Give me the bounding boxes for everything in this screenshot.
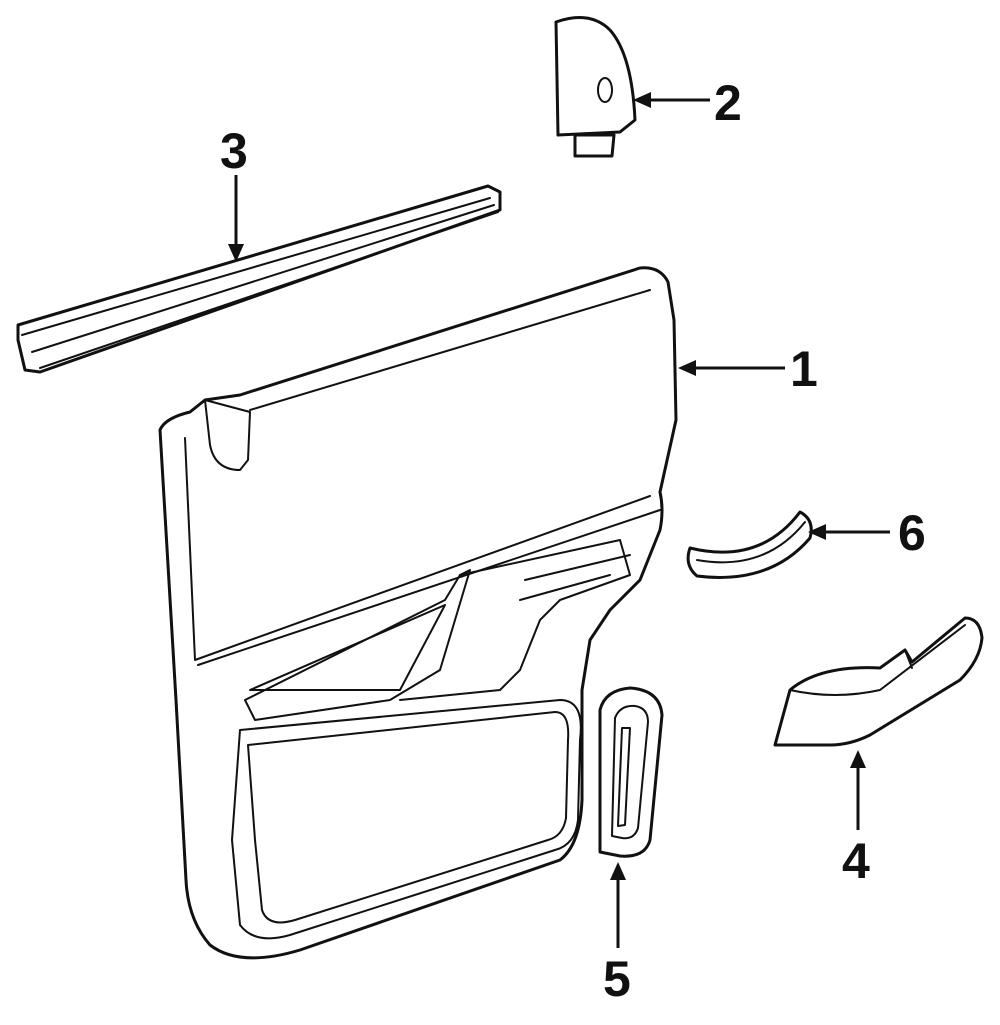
part-3-belt-weatherstrip — [16, 184, 502, 374]
callout-6: 6 — [898, 505, 926, 561]
callout-1: 1 — [790, 341, 818, 397]
part-2-garnish-cover — [554, 16, 637, 158]
callout-3: 3 — [220, 123, 248, 179]
leader-line-6 — [808, 524, 890, 540]
leader-line-2 — [633, 92, 710, 108]
part-1-door-trim-panel — [158, 266, 678, 960]
leader-line-3 — [228, 175, 244, 262]
leader-line-1 — [678, 360, 785, 376]
leader-line-5 — [610, 862, 626, 948]
part-6-pull-cup — [686, 510, 813, 579]
callout-5: 5 — [603, 951, 631, 1007]
part-4-armrest — [773, 616, 984, 747]
callout-4: 4 — [842, 833, 870, 889]
part-5-escutcheon-bezel — [598, 686, 664, 858]
callout-2: 2 — [714, 75, 742, 131]
leader-line-4 — [850, 750, 866, 830]
